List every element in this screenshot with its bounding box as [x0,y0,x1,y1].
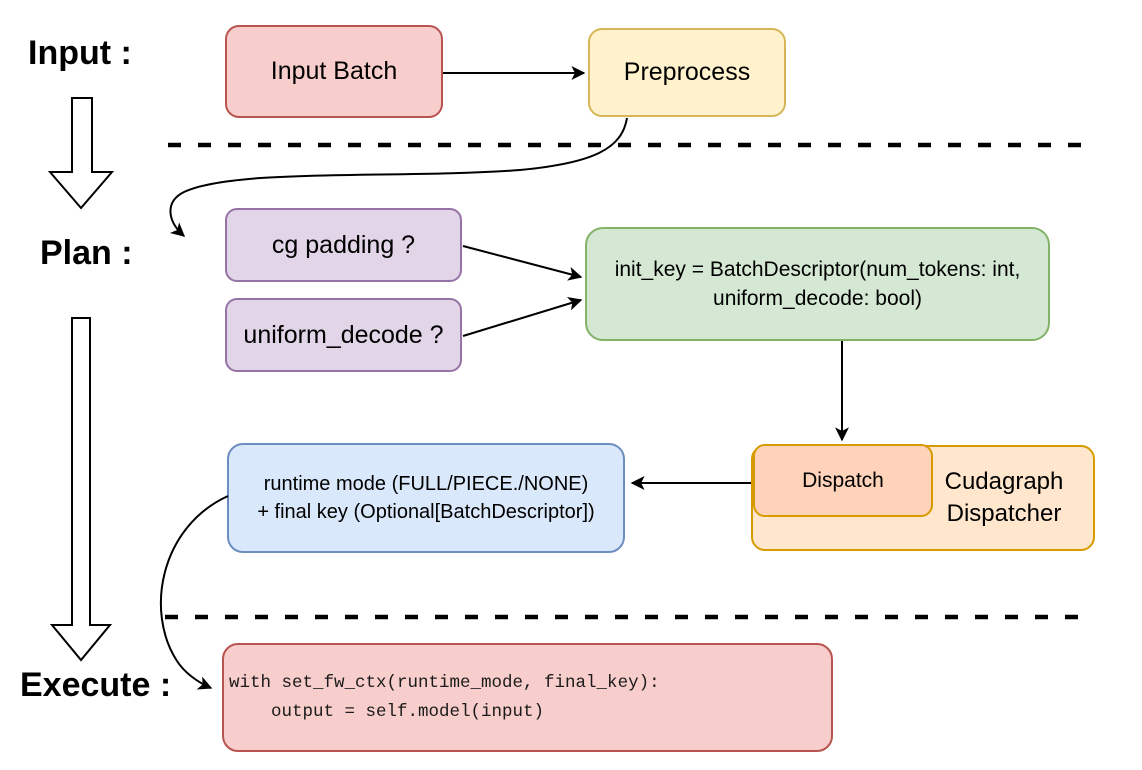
node-execute-code-line1: with set_fw_ctx(runtime_mode, final_key)… [229,672,660,693]
node-dispatch: Dispatch [753,444,933,517]
node-runtime-mode: runtime mode (FULL/PIECE./NONE) + final … [227,443,625,553]
node-execute-code-line2: output = self.model(input) [229,701,545,722]
node-input-batch-label: Input Batch [270,57,398,85]
phase-label-execute: Execute : [20,666,172,704]
node-cudagraph-line2: Dispatcher [946,500,1062,527]
arrow-uniform-decode-to-init-key [462,296,583,337]
node-cudagraph-line1: Cudagraph [944,468,1064,495]
arrow-cg-padding-to-init-key [462,245,583,281]
phase-label-plan: Plan : [40,234,133,272]
node-init-key-line2: uniform_decode: bool) [713,287,922,310]
node-uniform-decode-label: uniform_decode ? [243,320,444,349]
node-init-key-line1: init_key = BatchDescriptor(num_tokens: i… [614,258,1021,281]
phase-arrow-input-to-plan-icon [47,97,115,210]
node-cg-padding-label: cg padding ? [271,230,416,259]
node-preprocess-label: Preprocess [623,58,751,86]
phase-arrow-plan-to-execute-icon [49,317,113,662]
node-uniform-decode: uniform_decode ? [225,298,462,372]
node-init-key: init_key = BatchDescriptor(num_tokens: i… [585,227,1050,341]
node-preprocess: Preprocess [588,28,786,117]
node-dispatch-label: Dispatch [802,468,884,492]
node-runtime-mode-line2: + final key (Optional[BatchDescriptor]) [257,501,595,523]
node-execute-code: with set_fw_ctx(runtime_mode, final_key)… [222,643,833,752]
phase-label-input: Input : [28,34,132,72]
node-cg-padding: cg padding ? [225,208,462,282]
node-runtime-mode-line1: runtime mode (FULL/PIECE./NONE) [263,473,589,495]
arrow-runtime-mode-to-execute-code [159,495,229,690]
node-input-batch: Input Batch [225,25,443,118]
node-cudagraph-dispatcher-label: Cudagraph Dispatcher [915,466,1093,530]
